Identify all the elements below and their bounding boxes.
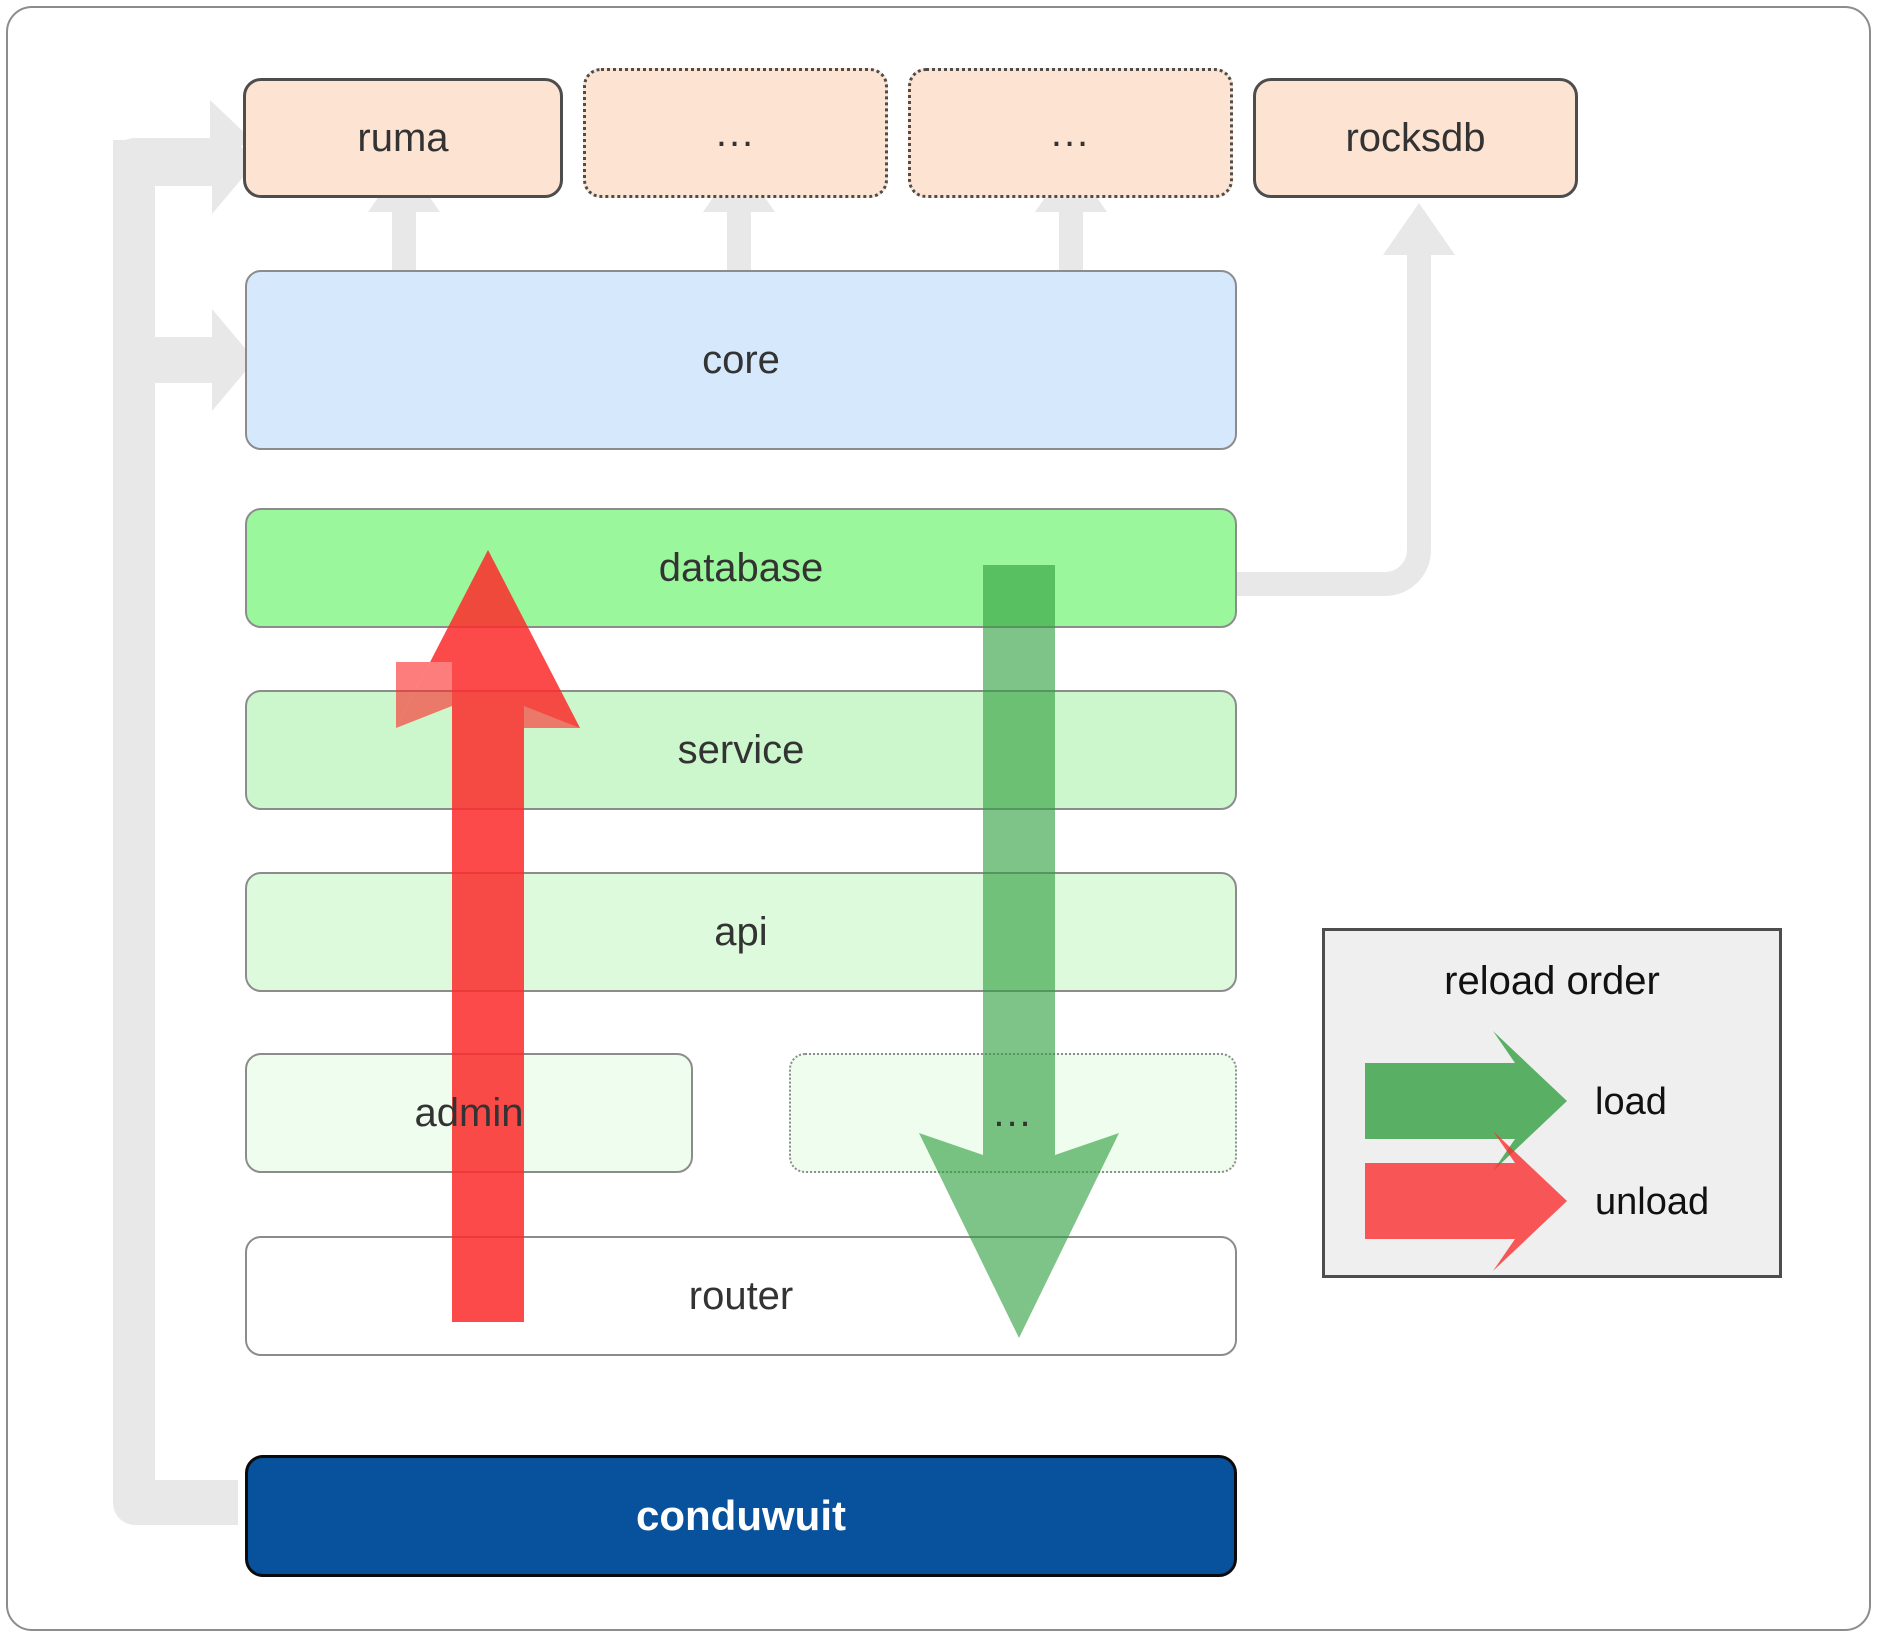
node-ruma[interactable]: ruma [243,78,563,198]
legend-panel: reload order load unload [1322,928,1782,1278]
node-ruma-label: ruma [357,116,449,160]
node-service[interactable]: service [245,690,1237,810]
node-dep-ellipsis-1[interactable]: ... [583,68,888,198]
node-router[interactable]: router [245,1236,1237,1356]
node-layer-ellipsis-label: ... [993,1091,1033,1135]
node-router-label: router [688,1274,794,1318]
diagram-frame [6,6,1871,1631]
node-conduwuit-label: conduwuit [636,1492,846,1539]
legend-title: reload order [1444,959,1660,1003]
node-core[interactable]: core [245,270,1237,450]
node-rocksdb-label: rocksdb [1345,116,1486,160]
legend-load-arrow-icon [1365,1031,1567,1171]
node-service-label: service [677,728,805,772]
node-dep-ellipsis-1-label: ... [715,111,756,155]
node-dep-ellipsis-2-label: ... [1050,111,1091,155]
node-rocksdb[interactable]: rocksdb [1253,78,1578,198]
legend-arrows [1365,1031,1567,1271]
legend-unload-label: unload [1595,1181,1710,1223]
node-api-label: api [714,910,768,954]
node-core-label: core [702,338,780,382]
node-layer-ellipsis[interactable]: ... [789,1053,1237,1173]
node-database[interactable]: database [245,508,1237,628]
node-dep-ellipsis-2[interactable]: ... [908,68,1233,198]
legend-load-label: load [1595,1081,1667,1123]
legend-unload-arrow-icon [1365,1131,1567,1271]
node-api[interactable]: api [245,872,1237,992]
node-database-label: database [658,546,824,590]
node-admin-label: admin [414,1091,524,1135]
node-conduwuit[interactable]: conduwuit [245,1455,1237,1577]
node-admin[interactable]: admin [245,1053,693,1173]
